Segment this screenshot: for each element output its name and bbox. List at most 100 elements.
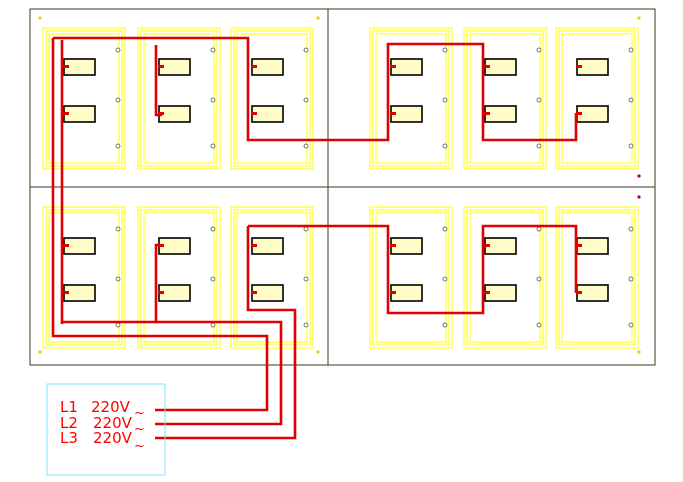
- marker-dot: [637, 350, 641, 354]
- mounting-hole: [210, 97, 216, 103]
- panel-outline: [42, 206, 126, 349]
- legend-symbol-l3: ~: [134, 439, 145, 454]
- panel-outline: [48, 33, 120, 164]
- heater-panel: [137, 206, 221, 349]
- phase-l2-feed: [60, 320, 283, 426]
- socket-terminal: [158, 244, 164, 247]
- panel-outline: [561, 33, 633, 164]
- heater-panel: [369, 206, 453, 349]
- socket-terminal: [63, 244, 69, 247]
- panel-outline: [369, 27, 453, 170]
- legend-phase-l1: L1: [60, 398, 78, 416]
- legend-voltage-l3: 220V: [93, 429, 133, 447]
- heater-panel: [42, 206, 126, 349]
- heater-panel: [230, 206, 314, 349]
- socket-terminal: [158, 291, 164, 294]
- mounting-hole: [210, 276, 216, 282]
- socket-terminal: [576, 112, 582, 115]
- panel-outline: [463, 206, 547, 349]
- panel-outline: [375, 33, 447, 164]
- mounting-hole: [303, 97, 309, 103]
- phase-l2-wire: [60, 40, 160, 324]
- mounting-hole: [628, 276, 634, 282]
- socket-terminal: [251, 65, 257, 68]
- socket-terminal: [158, 112, 164, 115]
- mounting-hole: [210, 143, 216, 149]
- socket-terminal: [251, 112, 257, 115]
- socket-terminal: [484, 65, 490, 68]
- mounting-hole: [303, 47, 309, 53]
- heater-panel: [555, 27, 639, 170]
- panel-outline: [140, 209, 218, 346]
- mounting-hole: [303, 276, 309, 282]
- panel-outline: [230, 206, 314, 349]
- panel-outline: [137, 206, 221, 349]
- legend-voltage-l1: 220V: [91, 398, 131, 416]
- phase-l1-wire: [53, 36, 578, 142]
- mounting-hole: [115, 226, 121, 232]
- panel-outline: [372, 209, 450, 346]
- heater-panel: [42, 27, 126, 170]
- legend-symbol-l2: ~: [134, 422, 145, 437]
- socket-terminal: [484, 112, 490, 115]
- marker-dot: [38, 16, 42, 20]
- legend-row-l3: L3 220V ~: [60, 429, 145, 454]
- panel-outline: [45, 30, 123, 167]
- panel-outline: [463, 27, 547, 170]
- panel-outline: [561, 212, 633, 343]
- mounting-hole: [442, 47, 448, 53]
- panel-outline: [558, 209, 636, 346]
- mounting-hole: [115, 143, 121, 149]
- heater-panels: [42, 27, 639, 349]
- heater-panel: [230, 27, 314, 170]
- socket-terminal: [251, 244, 257, 247]
- legend-voltage-l2: 220V: [93, 414, 133, 432]
- panel-outline: [140, 30, 218, 167]
- panel-outline: [469, 212, 541, 343]
- marker-dot: [637, 174, 641, 178]
- marker-dot: [316, 16, 320, 20]
- mounting-hole: [442, 97, 448, 103]
- socket-terminal: [158, 65, 164, 68]
- mounting-hole: [628, 322, 634, 328]
- socket-terminal: [576, 291, 582, 294]
- marker-dot: [637, 16, 641, 20]
- socket-terminal: [390, 112, 396, 115]
- mounting-hole: [442, 226, 448, 232]
- socket-terminal: [390, 244, 396, 247]
- legend-row-l2: L2 220V ~: [60, 414, 145, 437]
- mounting-hole: [210, 322, 216, 328]
- mounting-hole: [303, 322, 309, 328]
- panel-outline: [558, 30, 636, 167]
- mounting-hole: [628, 143, 634, 149]
- socket-terminal: [576, 244, 582, 247]
- panel-outline: [143, 33, 215, 164]
- phase-l2-branch: [154, 45, 162, 117]
- legend-phase-l3: L3: [60, 429, 78, 447]
- socket-terminal: [63, 291, 69, 294]
- phase-l3-feed: [155, 226, 297, 440]
- panel-outline: [369, 206, 453, 349]
- panel-outline: [466, 209, 544, 346]
- legend-row-l1: L1 220V ~: [60, 398, 145, 421]
- marker-dot: [637, 195, 641, 199]
- mounting-hole: [442, 143, 448, 149]
- socket-terminal: [484, 291, 490, 294]
- socket-terminal: [251, 291, 257, 294]
- legend-symbol-l1: ~: [134, 406, 145, 421]
- panel-outline: [230, 27, 314, 170]
- corner-markers: [38, 16, 641, 354]
- mounting-hole: [536, 322, 542, 328]
- panel-outline: [466, 30, 544, 167]
- phase-l1-feed: [51, 38, 269, 412]
- mounting-hole: [210, 47, 216, 53]
- wiring: [51, 36, 578, 440]
- panel-outline: [555, 27, 639, 170]
- panel-outline: [469, 33, 541, 164]
- mounting-hole: [115, 47, 121, 53]
- heater-panel: [463, 27, 547, 170]
- socket-terminal: [576, 65, 582, 68]
- heater-panel: [555, 206, 639, 349]
- mounting-hole: [628, 97, 634, 103]
